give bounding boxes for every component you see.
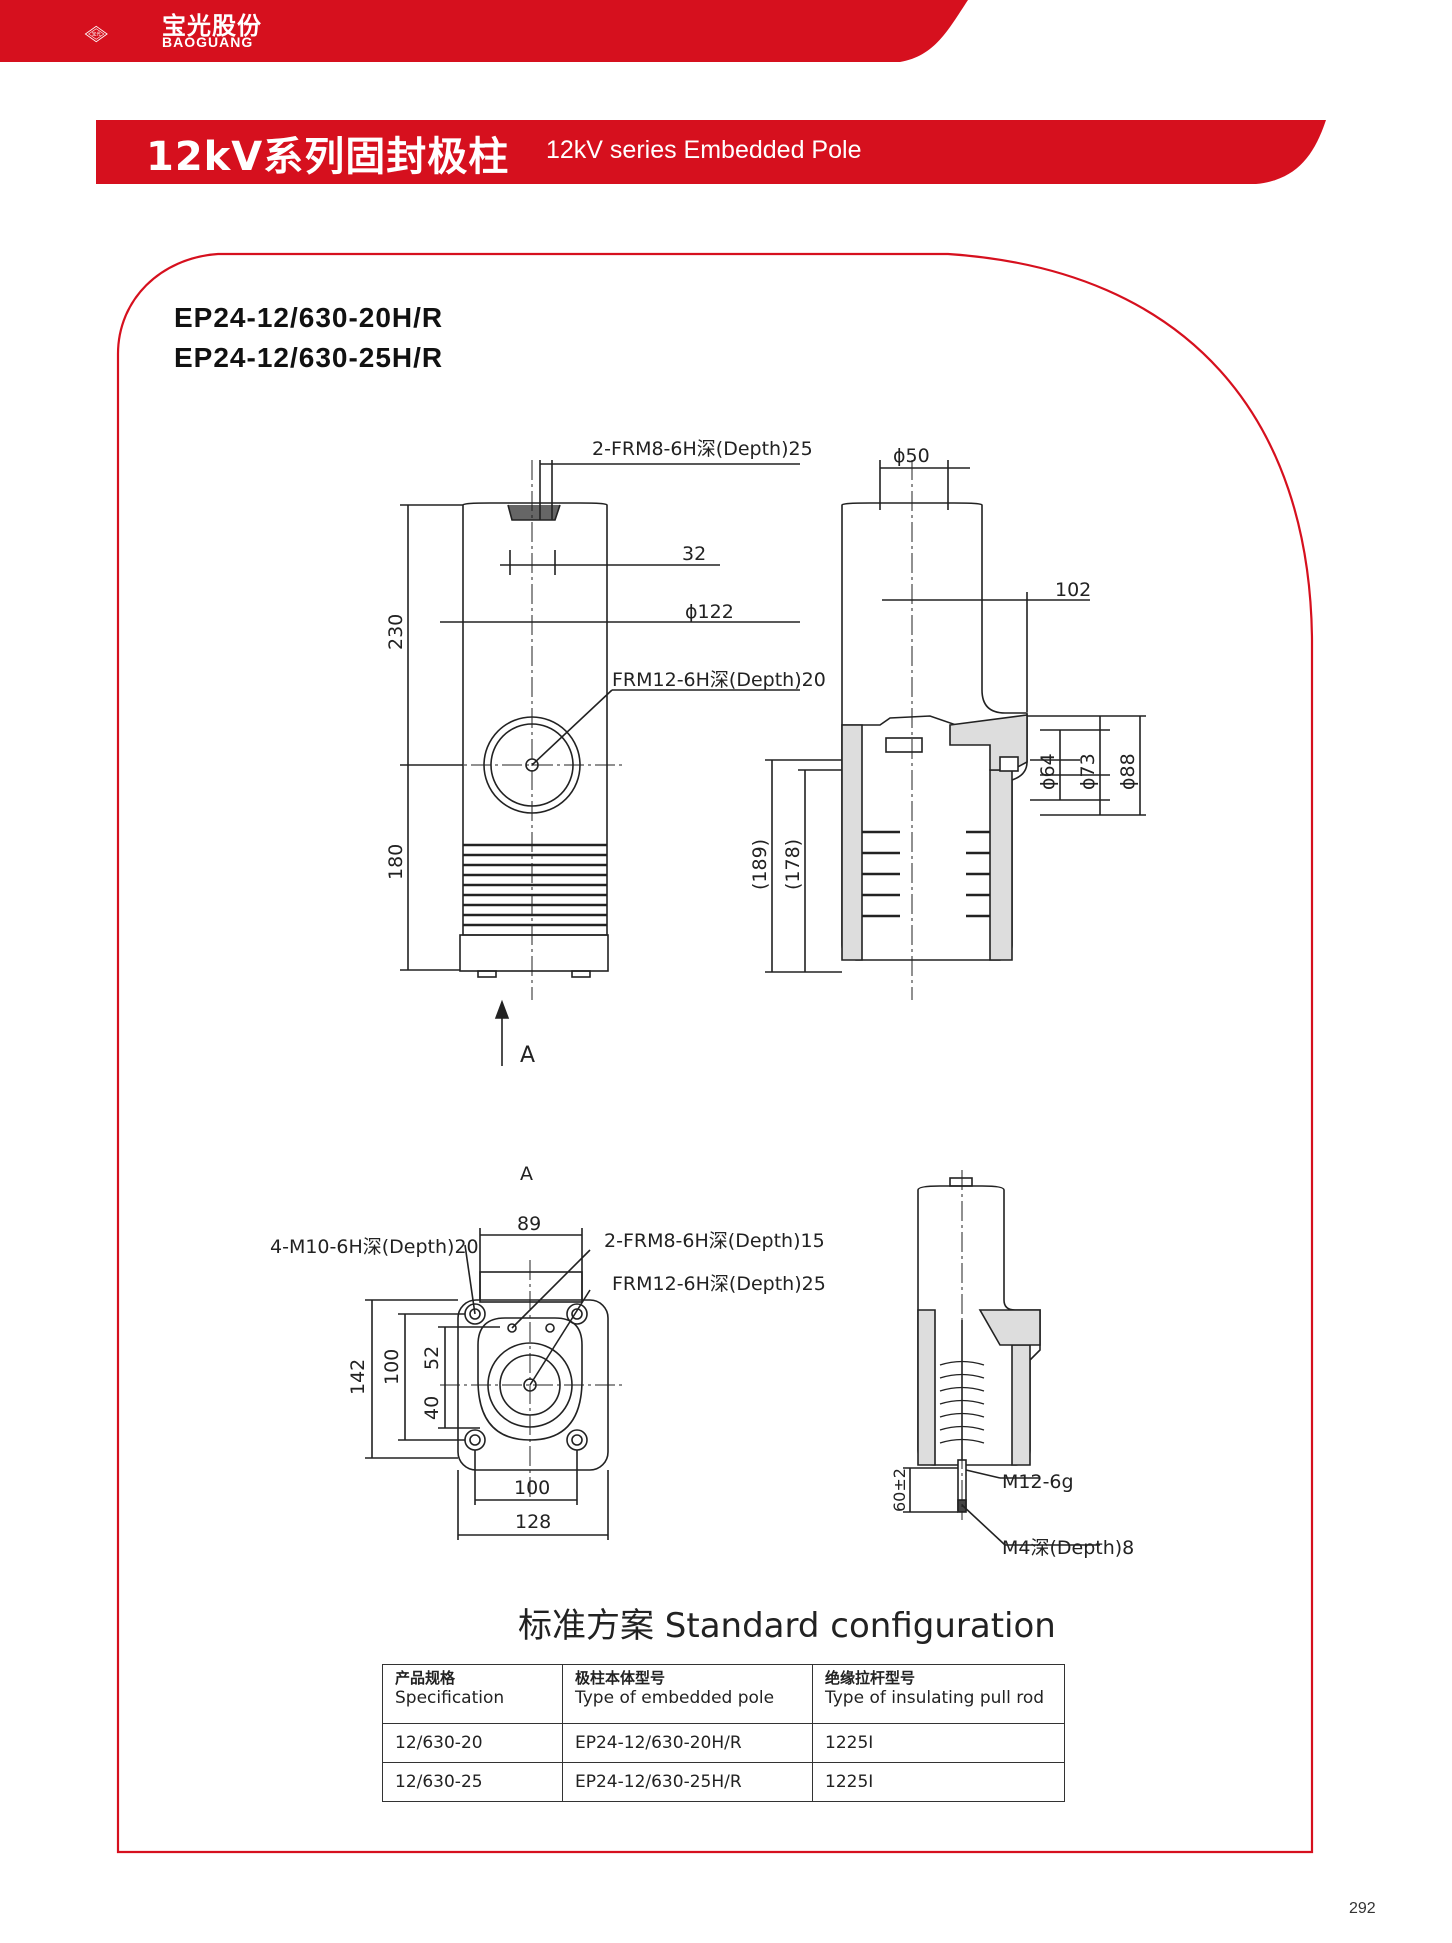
- label-dim-142: 142: [347, 1359, 369, 1395]
- cell-pole-type: EP24-12/630-25H/R: [562, 1762, 813, 1802]
- section-view: [765, 460, 1146, 1000]
- label-dim-89: 89: [517, 1213, 541, 1235]
- page-number: 292: [1349, 1900, 1376, 1917]
- header-pull-rod-type: 绝缘拉杆型号 Type of insulating pull rod: [812, 1664, 1065, 1724]
- brand-name-cn: 宝光股份: [162, 12, 262, 40]
- label-dim-d73: ϕ73: [1077, 753, 1099, 790]
- header-specification-en: Specification: [395, 1688, 505, 1708]
- label-dim-230: 230: [385, 614, 407, 650]
- label-thread-side: FRM12-6H深(Depth)20: [612, 669, 826, 691]
- label-dim-d88: ϕ88: [1117, 753, 1139, 790]
- label-dim-178: (178): [782, 839, 804, 890]
- cell-pull-rod: 1225I: [812, 1762, 1065, 1802]
- view-a: [365, 1228, 625, 1540]
- label-dim-100v: 100: [381, 1349, 403, 1385]
- label-dim-100h: 100: [514, 1477, 550, 1499]
- table-row: 12/630-20 EP24-12/630-20H/R 1225I: [382, 1723, 1065, 1763]
- label-dim-32: 32: [682, 543, 706, 565]
- label-dim-d50: ϕ50: [893, 445, 930, 467]
- cell-spec: 12/630-20: [382, 1723, 563, 1763]
- label-thread-a: 2-FRM8-6H深(Depth)15: [604, 1230, 825, 1252]
- section-title-band: [96, 120, 1326, 184]
- model-name-25: EP24-12/630-25H/R: [174, 342, 444, 373]
- label-dim-d122: ϕ122: [685, 601, 734, 623]
- header-specification: 产品规格 Specification: [382, 1664, 563, 1724]
- label-thread-top: 2-FRM8-6H深(Depth)25: [592, 438, 813, 460]
- front-view: [400, 460, 800, 1066]
- header-pull-rod-type-cn: 绝缘拉杆型号: [825, 1669, 916, 1687]
- label-thread-rod: M12-6g: [1002, 1471, 1074, 1493]
- label-dim-52: 52: [421, 1346, 443, 1370]
- config-table: 产品规格 Specification 极柱本体型号 Type of embedd…: [382, 1664, 1065, 1802]
- table-row: 12/630-25 EP24-12/630-25H/R 1225I: [382, 1762, 1065, 1802]
- label-dim-180: 180: [385, 844, 407, 880]
- cell-pole-type: EP24-12/630-20H/R: [562, 1723, 813, 1763]
- label-dim-189: (189): [749, 839, 771, 890]
- header-pole-type: 极柱本体型号 Type of embedded pole: [562, 1664, 813, 1724]
- label-dim-102: 102: [1055, 579, 1091, 601]
- label-dim-d64: ϕ64: [1037, 753, 1059, 790]
- label-mount-holes: 4-M10-6H深(Depth)20: [270, 1236, 479, 1258]
- config-header-row: 产品规格 Specification 极柱本体型号 Type of embedd…: [382, 1664, 1065, 1724]
- brand-logo-icon: 宝光: [84, 25, 108, 43]
- label-dim-60: 60±2: [890, 1468, 909, 1512]
- header-specification-cn: 产品规格: [395, 1669, 456, 1687]
- pull-rod-view: [903, 1170, 1100, 1546]
- logo-mark-text: 宝光: [92, 31, 102, 38]
- header-pull-rod-type-en: Type of insulating pull rod: [825, 1688, 1045, 1708]
- header-band: [0, 0, 968, 62]
- cell-spec: 12/630-25: [382, 1762, 563, 1802]
- cell-pull-rod: 1225I: [812, 1723, 1065, 1763]
- section-title-cn: 12kV系列固封极柱: [146, 134, 510, 180]
- section-title-en: 12kV series Embedded Pole: [546, 136, 862, 164]
- header-pole-type-en: Type of embedded pole: [575, 1688, 775, 1708]
- model-name-20: EP24-12/630-20H/R: [174, 302, 444, 333]
- label-dim-128: 128: [515, 1511, 551, 1533]
- brand-name-en: BAOGUANG: [162, 34, 254, 50]
- label-view-a-title: A: [520, 1163, 533, 1185]
- config-title: 标准方案 Standard configuration: [518, 1606, 1056, 1646]
- label-dim-40: 40: [421, 1396, 443, 1420]
- header-pole-type-cn: 极柱本体型号: [575, 1669, 666, 1687]
- label-view-arrow: A: [520, 1043, 535, 1068]
- label-thread-end: M4深(Depth)8: [1002, 1537, 1134, 1559]
- label-thread-b: FRM12-6H深(Depth)25: [612, 1273, 826, 1295]
